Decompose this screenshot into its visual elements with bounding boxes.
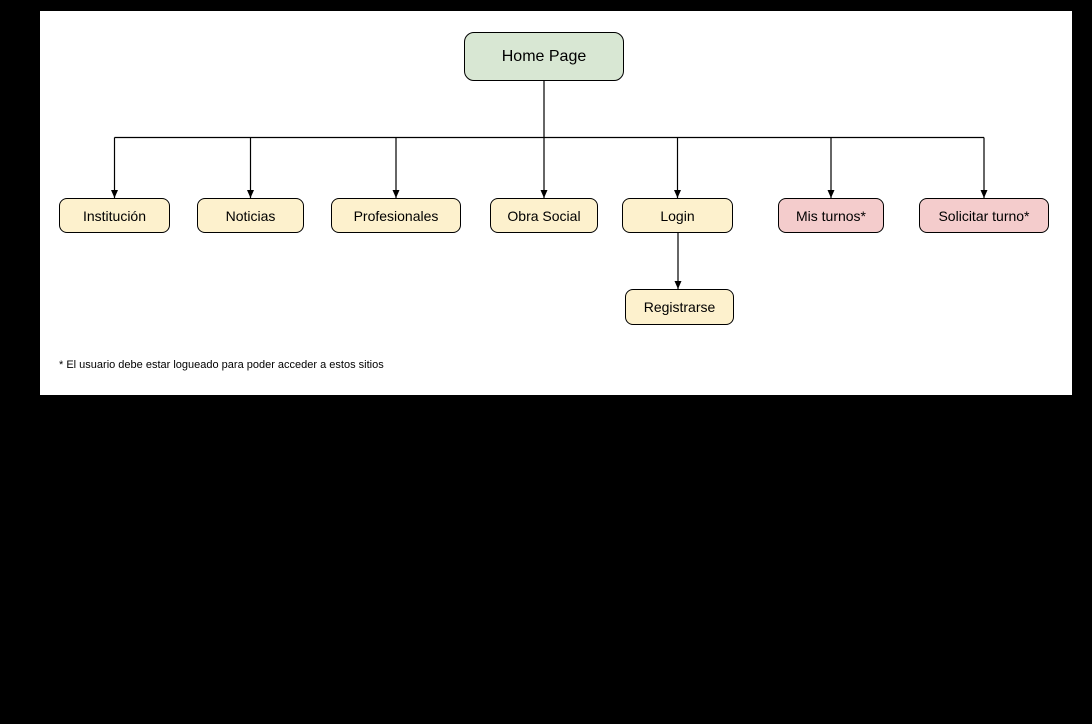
node-institucion: Institución [59,198,170,233]
node-label: Profesionales [353,207,439,224]
node-label: Mis turnos* [795,207,867,224]
node-login: Login [622,198,733,233]
node-label: Institución [82,207,147,224]
node-mis-turnos: Mis turnos* [778,198,884,233]
node-label: Registrarse [643,299,716,315]
node-label: Login [660,207,695,224]
footnote: * El usuario debe estar logueado para po… [59,359,384,371]
node-label: Home Page [501,47,587,65]
node-registrarse: Registrarse [625,289,734,325]
diagram-canvas: Home Page Institución Noticias Profesion… [40,11,1072,395]
node-label: Solicitar turno* [938,207,1030,224]
node-noticias: Noticias [197,198,304,233]
node-obra-social: Obra Social [490,198,598,233]
node-profesionales: Profesionales [331,198,461,233]
node-label: Obra Social [507,207,581,224]
node-home-page: Home Page [464,32,624,81]
node-solicitar-turno: Solicitar turno* [919,198,1049,233]
node-label: Noticias [225,207,276,224]
